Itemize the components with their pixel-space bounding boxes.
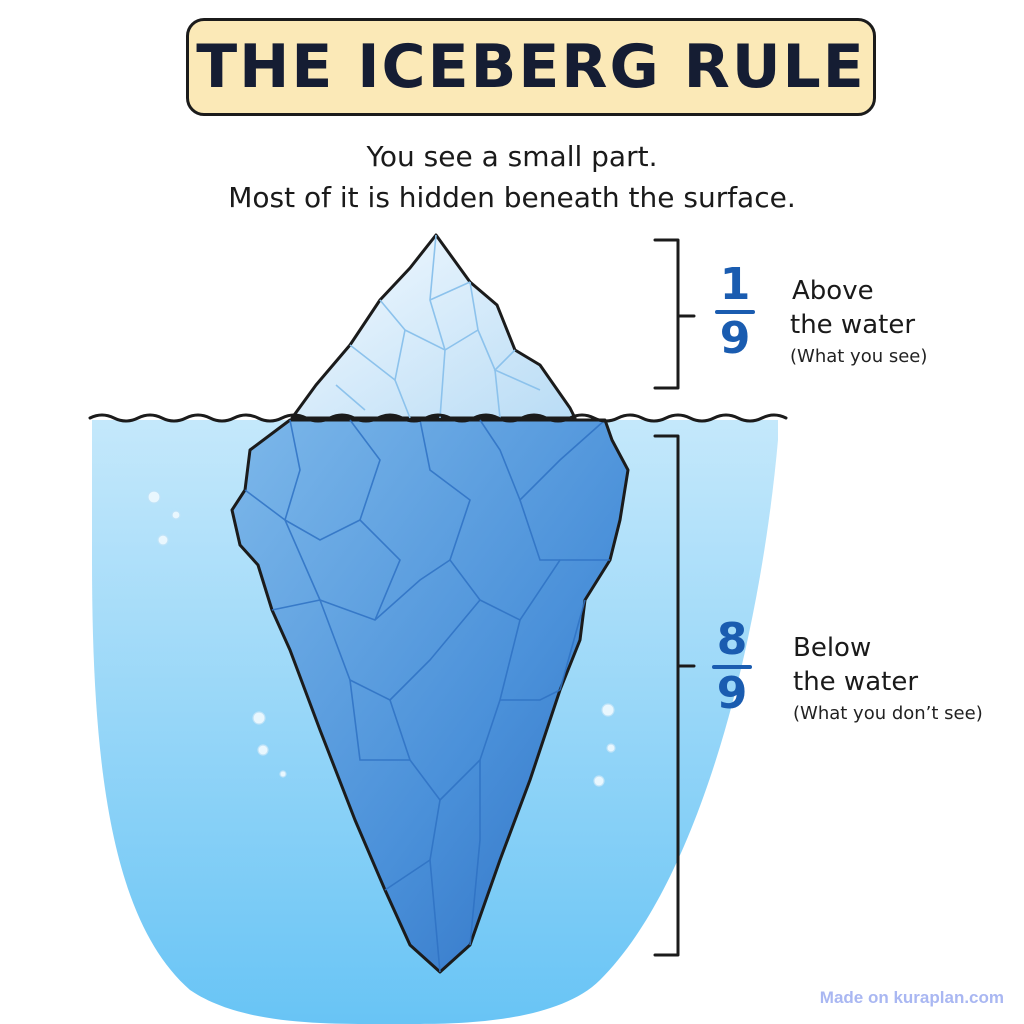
waterline — [88, 413, 788, 423]
label-below: Below the water (What you don’t see) — [793, 631, 983, 729]
subtitle-line-1: You see a small part. — [366, 140, 658, 173]
fraction-above-denominator: 9 — [719, 313, 751, 364]
label-below-note: (What you don’t see) — [793, 703, 983, 724]
fraction-below-numerator: 8 — [716, 614, 748, 665]
label-above: Above the water (What you see) — [790, 274, 927, 372]
label-below-line-1: Below — [793, 633, 872, 663]
label-below-line-2: the water — [793, 667, 919, 697]
subtitle-line-2: Most of it is hidden beneath the surface… — [228, 181, 796, 214]
water-bubbles — [147, 490, 616, 787]
fraction-below: 8 9 — [707, 617, 757, 717]
watermark: Made on kuraplan.com — [819, 988, 1004, 1007]
label-above-line-2: the water — [790, 310, 916, 340]
tip-facets — [335, 234, 541, 419]
page-title: THE ICEBERG RULE — [196, 32, 866, 102]
title-banner: THE ICEBERG RULE — [186, 18, 876, 116]
fraction-below-bar — [712, 665, 752, 669]
bracket-above — [653, 238, 696, 390]
label-above-note: (What you see) — [790, 346, 928, 367]
label-above-line-1: Above — [792, 276, 874, 306]
fraction-above: 1 9 — [710, 262, 760, 362]
fraction-below-denominator: 9 — [716, 668, 748, 719]
fraction-above-numerator: 1 — [719, 259, 751, 310]
underwater-facets — [244, 419, 610, 973]
bracket-below — [653, 434, 696, 957]
fraction-above-bar — [715, 310, 755, 314]
